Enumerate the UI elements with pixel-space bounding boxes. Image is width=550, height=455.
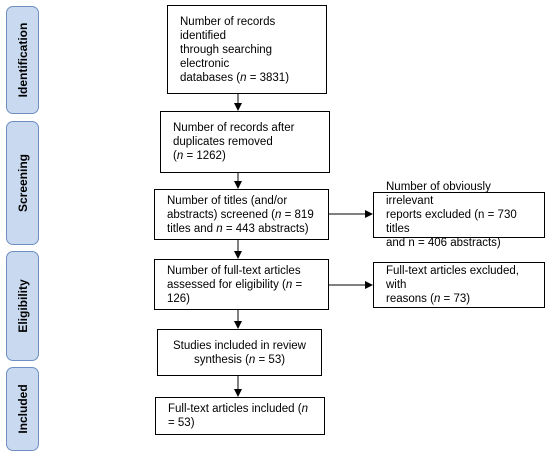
screened-line2-post: = 819 bbox=[281, 208, 314, 221]
screened-n-label-2: n bbox=[216, 222, 223, 235]
assessed-line1: Number of full-text articles bbox=[167, 264, 301, 277]
identified-line2: through searching electronic bbox=[180, 43, 273, 70]
screened-n-label: n bbox=[275, 208, 282, 221]
phase-screening: Screening bbox=[6, 121, 39, 245]
studies-line2-post: = 53) bbox=[255, 353, 286, 366]
assessed-line2-pre: assessed for eligibility ( bbox=[167, 278, 286, 291]
box-records-deduplicated: Number of records after duplicates remov… bbox=[160, 111, 330, 173]
identified-line3-post: = 3831) bbox=[246, 71, 290, 84]
fulltext-included-line1-post: = 53) bbox=[168, 417, 195, 429]
assessed-n-label: n bbox=[285, 278, 293, 291]
deduplicated-line1: Number of records after bbox=[173, 122, 295, 134]
box-fulltext-excluded: Full-text articles excluded, with reason… bbox=[373, 262, 545, 308]
irrelevant-line3: and n = 406 abstracts) bbox=[386, 237, 501, 249]
box-records-identified: Number of records identified through sea… bbox=[167, 5, 327, 94]
irrelevant-line2: reports excluded (n = 730 titles bbox=[386, 209, 517, 235]
fulltext-excluded-line2-pre: reasons ( bbox=[386, 293, 434, 305]
phase-eligibility: Eligibility bbox=[6, 251, 39, 361]
deduplicated-line3-pre: ( bbox=[173, 150, 177, 162]
fulltext-excluded-line2-post: = 73) bbox=[440, 293, 471, 305]
box-titles-screened: Number of titles (and/or abstracts) scre… bbox=[154, 189, 329, 240]
fulltext-included-line1-pre: Full-text articles included ( bbox=[168, 403, 302, 415]
screened-line2-pre: abstracts) screened ( bbox=[167, 208, 276, 221]
deduplicated-line3-post: = 1262) bbox=[183, 150, 226, 162]
studies-n-label: n bbox=[248, 353, 256, 366]
phase-identification: Identification bbox=[6, 6, 39, 114]
screened-line3-post: = 443 abstracts) bbox=[222, 222, 309, 235]
fulltext-included-n-label: n bbox=[301, 403, 308, 415]
identified-n-label: n bbox=[240, 71, 247, 84]
identified-line3-pre: databases ( bbox=[180, 71, 241, 84]
box-irrelevant-excluded: Number of obviously irrelevant reports e… bbox=[373, 181, 545, 249]
box-fulltext-included: Full-text articles included (n = 53) bbox=[155, 397, 325, 435]
fulltext-excluded-line1: Full-text articles excluded, with bbox=[386, 265, 519, 291]
screened-line3-pre: titles and bbox=[167, 222, 217, 235]
phase-included: Included bbox=[6, 367, 39, 451]
box-studies-included: Studies included in review synthesis (n … bbox=[157, 329, 322, 376]
deduplicated-n-label: n bbox=[176, 150, 184, 162]
studies-line2-pre: synthesis ( bbox=[193, 353, 249, 366]
deduplicated-line2: duplicates removed bbox=[173, 136, 273, 148]
irrelevant-line1: Number of obviously irrelevant bbox=[386, 181, 491, 207]
screened-line1: Number of titles (and/or bbox=[167, 194, 288, 207]
identified-line1: Number of records identified bbox=[180, 15, 276, 42]
assessed-line2-post: = 126) bbox=[167, 278, 303, 305]
studies-line1: Studies included in review bbox=[173, 339, 306, 352]
fulltext-excluded-n-label: n bbox=[433, 293, 441, 305]
box-fulltext-assessed: Number of full-text articles assessed fo… bbox=[154, 259, 329, 310]
